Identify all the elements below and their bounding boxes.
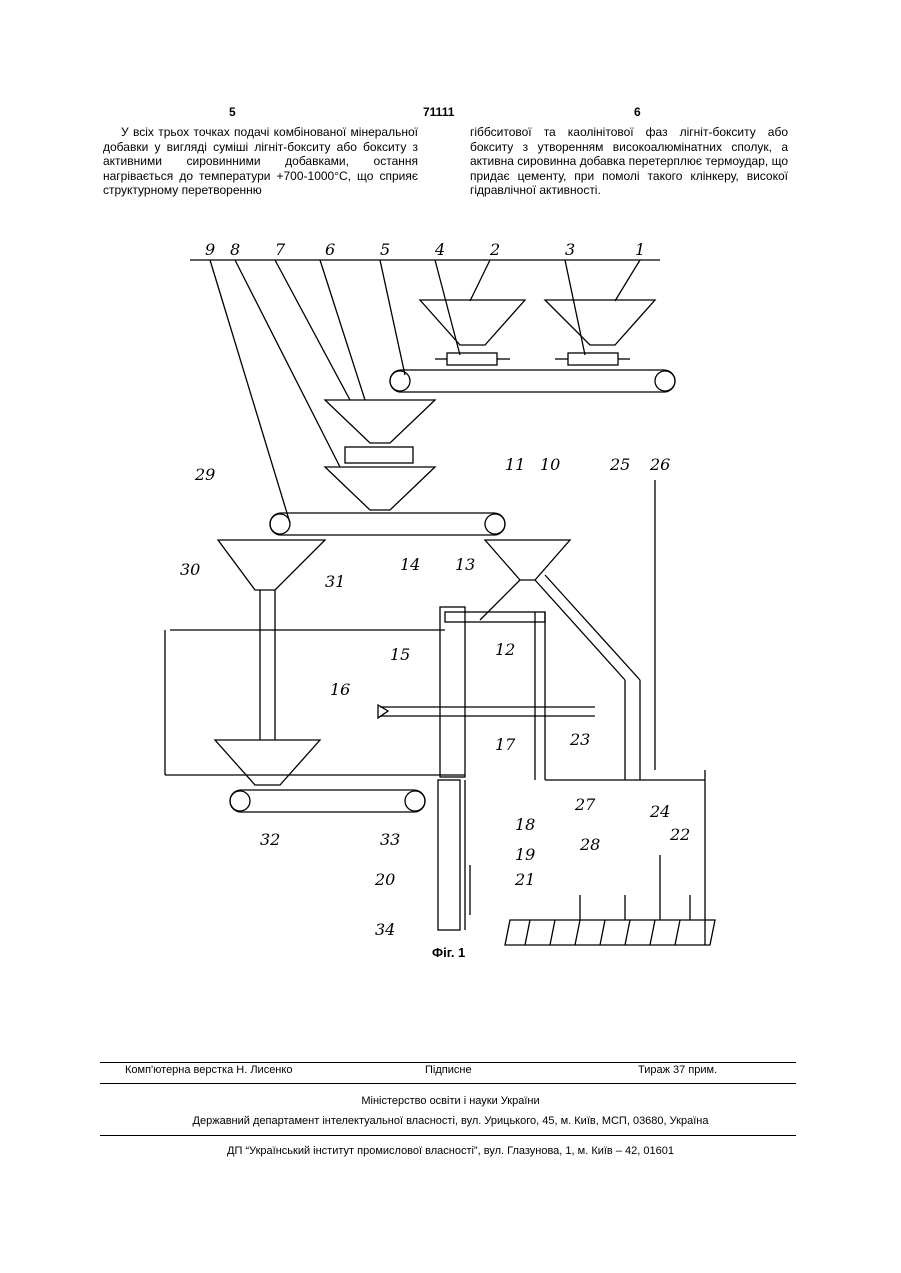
label-8: 8 (230, 240, 240, 259)
label-21: 21 (514, 870, 535, 889)
label-26: 26 (649, 455, 670, 474)
figure-caption: Фіг. 1 (432, 945, 465, 960)
label-18: 18 (515, 815, 535, 834)
footer-layout: Комп'ютерна верстка Н. Лисенко (125, 1064, 292, 1076)
footer-divider (100, 1135, 796, 1136)
label-11: 11 (505, 455, 525, 474)
label-31: 31 (325, 572, 345, 591)
label-28: 28 (579, 835, 600, 854)
document-number: 71111 (423, 105, 454, 119)
label-1: 1 (635, 240, 645, 259)
left-paragraph: У всіх трьох точках подачі комбінованої … (103, 125, 418, 198)
technical-drawing: 9 8 7 6 5 4 2 3 1 29 11 10 25 26 30 31 1… (150, 235, 740, 970)
label-17: 17 (495, 735, 516, 754)
footer-ministry: Міністерство освіти і науки України (0, 1095, 901, 1107)
label-33: 33 (380, 830, 400, 849)
label-12: 12 (495, 640, 515, 659)
label-22: 22 (669, 825, 690, 844)
label-23: 23 (569, 730, 590, 749)
label-27: 27 (574, 795, 596, 814)
label-30: 30 (180, 560, 200, 579)
label-15: 15 (390, 645, 410, 664)
right-page-number: 6 (634, 105, 641, 119)
label-20: 20 (374, 870, 395, 889)
footer-divider (100, 1062, 796, 1063)
label-13: 13 (455, 555, 475, 574)
left-page-number: 5 (229, 105, 236, 119)
label-32: 32 (260, 830, 280, 849)
footer-divider (100, 1083, 796, 1084)
label-5: 5 (380, 240, 390, 259)
label-6: 6 (325, 240, 335, 259)
label-25: 25 (609, 455, 630, 474)
label-9: 9 (205, 240, 215, 259)
footer-signed: Підписне (425, 1064, 472, 1076)
footer-department: Державний департамент інтелектуальної вл… (0, 1115, 901, 1127)
left-text-column: У всіх трьох точках подачі комбінованої … (103, 125, 418, 198)
label-34: 34 (375, 920, 395, 939)
label-19: 19 (515, 845, 535, 864)
right-text-column: гіббситової та каолінітової фаз лігніт-б… (470, 125, 788, 198)
label-24: 24 (649, 802, 670, 821)
label-16: 16 (330, 680, 350, 699)
footer-circulation: Тираж 37 прим. (638, 1064, 717, 1076)
label-14: 14 (400, 555, 420, 574)
label-7: 7 (275, 240, 286, 259)
footer-institute: ДП “Український інститут промислової вла… (0, 1145, 901, 1157)
label-10: 10 (540, 455, 560, 474)
label-4: 4 (434, 240, 445, 259)
label-29: 29 (194, 465, 215, 484)
label-3: 3 (565, 240, 575, 259)
right-paragraph: гіббситової та каолінітової фаз лігніт-б… (470, 125, 788, 198)
label-2: 2 (489, 240, 500, 259)
